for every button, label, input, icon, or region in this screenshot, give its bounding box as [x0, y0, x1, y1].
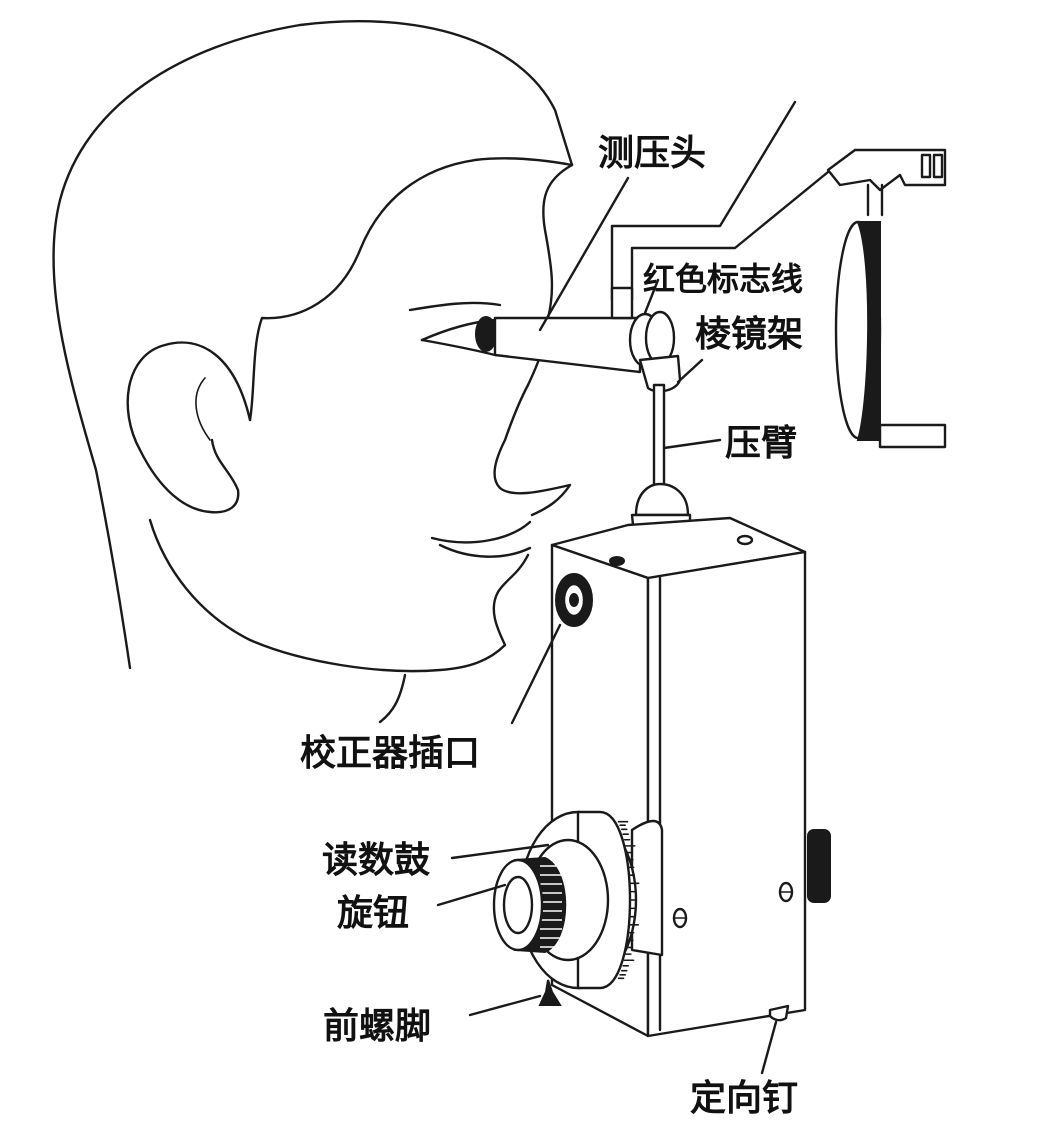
- clamp-slot-2: [932, 153, 944, 179]
- face-profile: [148, 163, 574, 673]
- top-hole-2: [736, 534, 754, 546]
- frame-vertical-2: [630, 148, 857, 302]
- body-right-face: [646, 550, 807, 1038]
- callout-labels: 测压头 红色标志线 棱镜架 压臂 校正器插口 读数鼓 旋钮 前螺脚 定向钉: [300, 132, 803, 1119]
- label-tonometer-head: 测压头: [598, 132, 706, 174]
- wheel-band: [856, 221, 881, 441]
- eyebrow: [408, 301, 502, 312]
- label-calibrator-port: 校正器插口: [300, 732, 480, 774]
- wheel-axle: [878, 423, 947, 449]
- right-knob: [807, 829, 831, 903]
- hairline: [248, 157, 574, 422]
- label-front-screw-foot: 前螺脚: [323, 1005, 431, 1047]
- top-clamp: [826, 148, 947, 192]
- calibrator-port-center: [569, 593, 579, 607]
- orientation-pin: [768, 1004, 790, 1022]
- leader-red-marker: [643, 278, 660, 315]
- leader-tonometer-head: [538, 176, 630, 332]
- front-screw-foot: [538, 979, 562, 1006]
- tonometer-cone: [493, 316, 642, 374]
- leader-orientation-pin: [760, 1020, 778, 1075]
- pupil: [475, 316, 497, 352]
- reading-drum-assembly: [492, 810, 640, 1006]
- patient-head: [52, 20, 574, 724]
- clamp-stem: [866, 183, 884, 217]
- clamp-slot-1: [920, 153, 932, 179]
- ear: [126, 341, 252, 514]
- leader-pressure-arm: [662, 438, 722, 450]
- label-red-marker-line: 红色标志线: [643, 260, 803, 298]
- slit-lamp-frame: [610, 100, 947, 449]
- arm-ball: [634, 482, 690, 517]
- leader-lines: [436, 176, 778, 1075]
- tonometer-head: [493, 310, 682, 393]
- label-knob: 旋钮: [337, 892, 409, 934]
- leader-front-foot: [468, 994, 542, 1017]
- arm-rod: [652, 383, 666, 497]
- eye-lower: [420, 338, 497, 357]
- frame-vertical: [610, 100, 797, 302]
- neck-line: [378, 673, 407, 724]
- knob-center: [502, 875, 534, 935]
- leader-knob: [436, 883, 507, 907]
- frame-post: [610, 286, 634, 320]
- head-back-outline: [52, 20, 574, 670]
- label-reading-drum: 读数鼓: [322, 839, 431, 881]
- knob-ridges: [540, 865, 562, 948]
- leader-reading-drum: [450, 843, 550, 860]
- leader-calibrator-port: [510, 623, 562, 725]
- label-pressure-arm: 压臂: [725, 422, 797, 464]
- top-hole-1: [609, 556, 625, 566]
- label-prism-holder: 棱镜架: [695, 313, 803, 355]
- ear-inner: [195, 377, 211, 441]
- side-slot: [630, 819, 664, 957]
- drum-scale: [617, 820, 640, 980]
- label-orientation-pin: 定向钉: [690, 1077, 798, 1119]
- leader-prism-holder: [676, 358, 704, 384]
